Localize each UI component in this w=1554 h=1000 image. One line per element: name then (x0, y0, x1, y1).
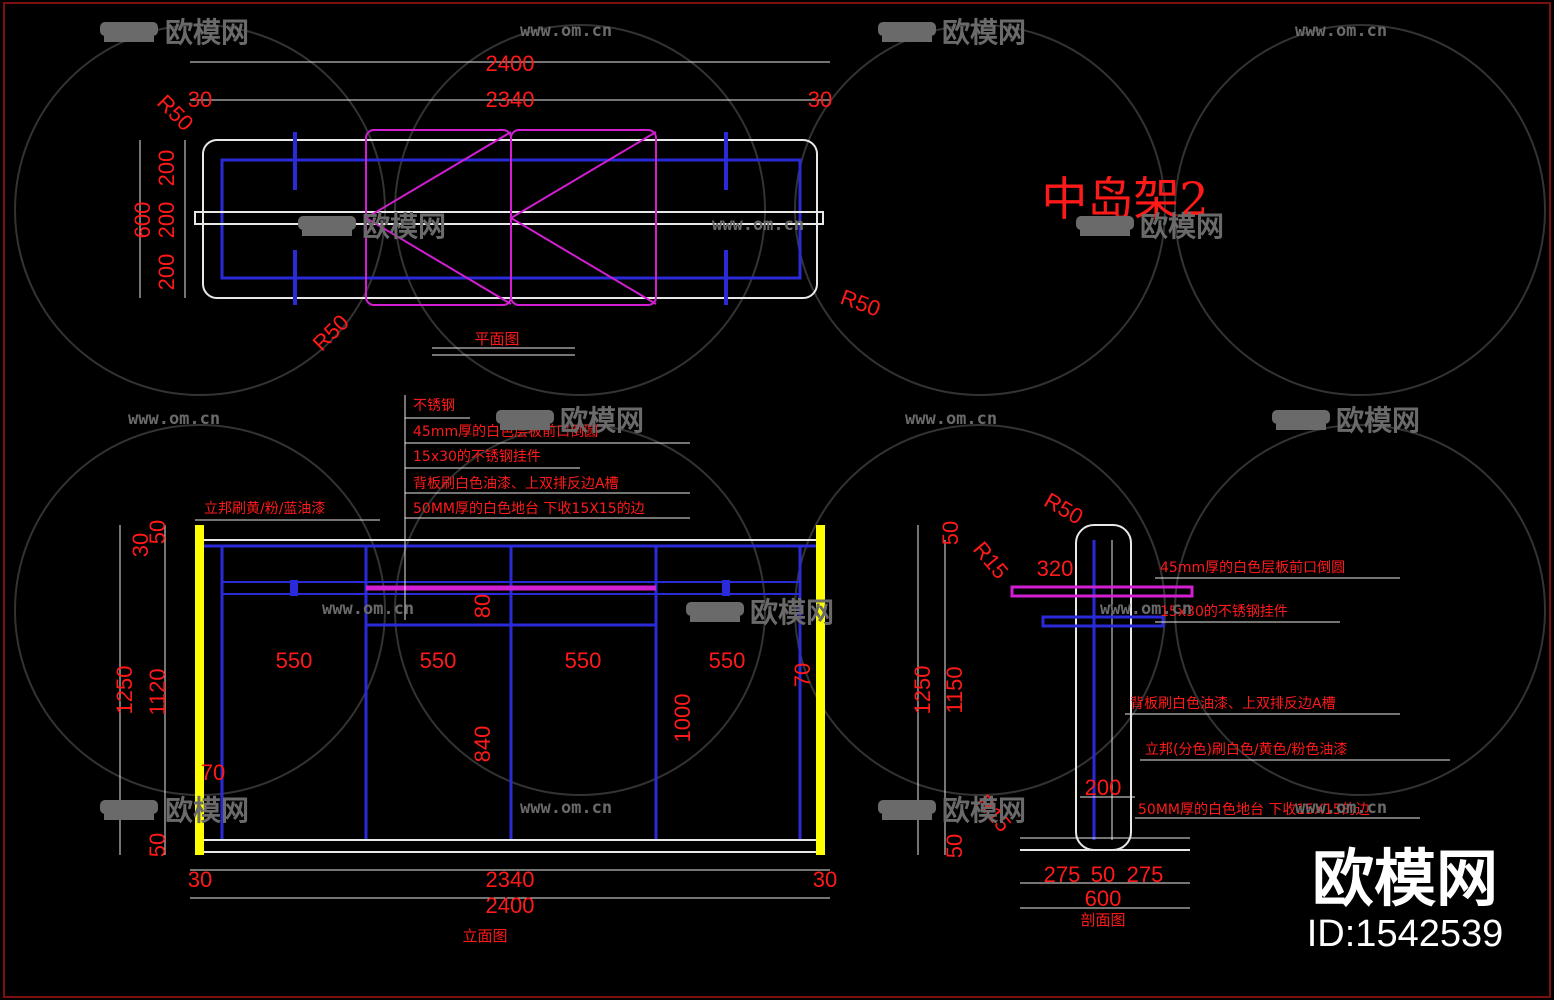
watermarks: 欧模网 欧模网 欧模网 欧模网 欧模网 欧模网 欧模网 欧模网 欧模网 www.… (100, 16, 1420, 827)
section-caption: 剖面图 (1080, 911, 1125, 929)
section-dim-275-right: 275 (1127, 862, 1164, 887)
brand-name: 欧模网 (1312, 842, 1498, 915)
plan-dim-inner: 2340 (486, 87, 535, 112)
plan-dim-total: 2400 (486, 51, 535, 76)
elevation-dim-bay-1: 550 (276, 648, 313, 673)
elevation-dim-bottom-left: 30 (188, 867, 212, 892)
section-dim-50-mid: 50 (1091, 862, 1115, 887)
plan-dim-seg2: 200 (154, 202, 179, 239)
section-outline (1075, 524, 1132, 851)
watermark-logo-text: 欧模网 (750, 596, 834, 629)
section-note-3: 背板刷白色油漆、上双排反边A槽 (1130, 695, 1336, 712)
plan-caption: 平面图 (474, 330, 519, 348)
watermark-logo-text: 欧模网 (1336, 404, 1420, 437)
section-dim-1250: 1250 (910, 666, 935, 715)
elevation-left-panel (195, 525, 204, 855)
watermark-url: www.om.cn (1295, 798, 1387, 818)
plan-dim-side-left: 30 (188, 87, 212, 112)
watermark-url: www.om.cn (905, 409, 997, 429)
watermark-logo-text: 欧模网 (560, 404, 644, 437)
plan-radius-bottom-left: R50 (308, 310, 354, 356)
elevation-note-2: 45mm厚的白色层板前口倒圆 (413, 423, 598, 440)
elevation-dim-top-a: 30 (128, 533, 153, 557)
elevation-dim-1000: 1000 (670, 694, 695, 743)
plan-view (139, 61, 830, 356)
elevation-dim-bay-3: 550 (565, 648, 602, 673)
section-dim-275-left: 275 (1044, 862, 1081, 887)
watermark-url: www.om.cn (520, 798, 612, 818)
watermark-logo-text: 欧模网 (362, 210, 446, 243)
section-dim-200: 200 (1085, 775, 1122, 800)
section-radius-r15: R15 (968, 537, 1013, 584)
sheet-border (3, 2, 1551, 998)
elevation-note-5: 50MM厚的白色地台 下收15X15的边 (413, 500, 645, 517)
elevation-dim-bottom-right: 30 (813, 867, 837, 892)
section-dim-600: 600 (1085, 886, 1122, 911)
elevation-dim-h-total: 1250 (112, 666, 137, 715)
watermark-logo-text: 欧模网 (1140, 210, 1224, 243)
elevation-dim-bottom: 50 (145, 833, 170, 857)
watermark-logo-text: 欧模网 (165, 794, 249, 827)
elevation-dim-right-70: 70 (790, 663, 815, 687)
elevation-dim-rail: 80 (470, 594, 495, 618)
watermark-circles (14, 24, 1546, 796)
section-dim-1150: 1150 (942, 666, 967, 713)
elevation-rail (221, 581, 801, 595)
watermark-url: www.om.cn (322, 599, 414, 619)
section-note-5: 50MM厚的白色地台 下收15X15的边 (1138, 801, 1370, 818)
plan-rail (194, 211, 824, 225)
elevation-view (119, 395, 830, 899)
elevation-note-1: 不锈钢 (413, 398, 455, 414)
brand-id: ID:1542539 (1307, 913, 1504, 955)
watermark-url: www.om.cn (128, 409, 220, 429)
plan-dim-side-right: 30 (808, 87, 832, 112)
section-view (917, 524, 1450, 909)
section-note-4: 立邦(分色)刷白色/黄色/粉色油漆 (1145, 741, 1347, 758)
elevation-dim-840: 840 (470, 726, 495, 763)
elevation-dim-bay-4: 550 (709, 648, 746, 673)
elevation-dim-top-b: 50 (145, 520, 170, 544)
elevation-right-panel (816, 525, 825, 855)
section-note-2: 15x30的不锈钢挂件 (1160, 604, 1288, 620)
plan-radius-bottom-right: R50 (837, 284, 883, 321)
watermark-url: www.om.cn (712, 215, 804, 235)
plan-dim-depth: 600 (130, 202, 155, 239)
plan-dim-seg3: 200 (154, 254, 179, 291)
elevation-dim-bottom-mid: 2340 (486, 867, 535, 892)
elevation-note-4: 背板刷白色油漆、上双排反边A槽 (413, 475, 619, 492)
watermark-logo-text: 欧模网 (942, 16, 1026, 49)
elevation-dim-bay-2: 550 (420, 648, 457, 673)
section-dim-320: 320 (1037, 556, 1074, 581)
elevation-caption: 立面图 (462, 927, 507, 945)
watermark-logo-text: 欧模网 (165, 16, 249, 49)
section-dim-bottom-50: 50 (942, 834, 967, 858)
watermark-url: www.om.cn (520, 21, 612, 41)
watermark-logo-text: 欧模网 (942, 794, 1026, 827)
elevation-left-note: 立邦刷黄/粉/蓝油漆 (204, 500, 325, 517)
sofa-logo-icon (100, 22, 1330, 820)
plan-dim-seg1: 200 (154, 150, 179, 187)
watermark-url: www.om.cn (1100, 599, 1192, 619)
section-radius-top: R50 (1040, 488, 1087, 530)
elevation-dim-h-inner: 1120 (145, 668, 170, 715)
elevation-dim-left-70: 70 (201, 760, 225, 785)
elevation-dim-bottom-total: 2400 (486, 893, 535, 918)
section-dim-top-50: 50 (938, 521, 963, 545)
watermark-url: www.om.cn (1295, 21, 1387, 41)
section-shelf (1010, 585, 1194, 598)
section-note-1: 45mm厚的白色层板前口倒圆 (1160, 559, 1345, 576)
elevation-note-3: 15x30的不锈钢挂件 (413, 449, 541, 465)
